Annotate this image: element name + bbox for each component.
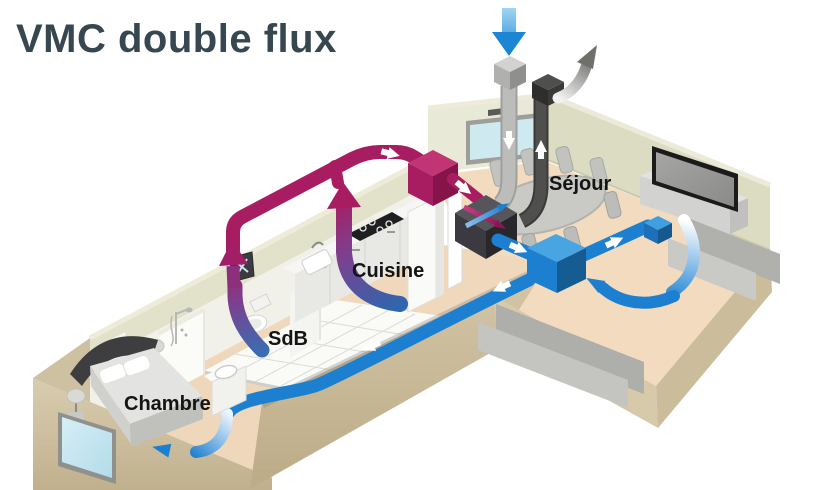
heat-exchanger-crossflow-icon: [462, 203, 510, 229]
supply-outlet-sejour: [644, 216, 672, 244]
room-label-sejour: Séjour: [549, 173, 611, 195]
supply-arrow-sejour: [586, 214, 700, 309]
kitchen-counter-front: [295, 204, 432, 322]
exhaust-duct: [518, 45, 597, 228]
sofa-front: [478, 304, 644, 408]
fresh-air-intake-arrow: [492, 8, 526, 56]
room-label-cuisine: Cuisine: [352, 260, 424, 282]
supply-network: [152, 214, 700, 458]
supply-arrow-chambre: [152, 408, 233, 458]
bedroom-furniture: [58, 336, 203, 484]
room-label-sdb: SdB: [268, 328, 308, 350]
fridge: [407, 194, 444, 313]
intake-roof-cap: [494, 56, 526, 90]
shower-icon: [170, 307, 193, 347]
bed-front: [130, 396, 203, 447]
exhaust-out-arrow: [552, 45, 597, 104]
page-title: VMC double flux: [16, 17, 337, 61]
tv-screen: [652, 146, 738, 212]
extraction-duct-stub: [329, 160, 344, 189]
heat-exchanger: [455, 195, 517, 259]
supply-plenum-box: [527, 234, 586, 293]
wall-vent-slit: [488, 108, 504, 116]
extraction-arrow-sdb: [227, 278, 270, 358]
kitchen: [283, 188, 463, 322]
wing-front-plinth: [250, 264, 548, 489]
extraction-arrowhead-cuisine: [327, 182, 361, 209]
washbasin: [204, 360, 247, 417]
extraction-duct: [226, 145, 429, 257]
cooktop: [348, 212, 404, 241]
bedroom-tv: [58, 412, 116, 484]
extraction-network: [219, 145, 484, 358]
extraction-arrowhead-sdb: [219, 240, 248, 266]
fresh-air-intake-duct: [492, 8, 526, 211]
kitchen-sink: [301, 241, 333, 275]
extraction-arrow-cuisine: [336, 200, 408, 312]
pillow: [98, 354, 151, 385]
bed-side: [90, 366, 131, 444]
supply-duct-main: [222, 273, 536, 419]
bed-headboard: [70, 336, 158, 386]
bedside-lamp: [66, 388, 86, 421]
room-label-chambre: Chambre: [124, 393, 211, 415]
